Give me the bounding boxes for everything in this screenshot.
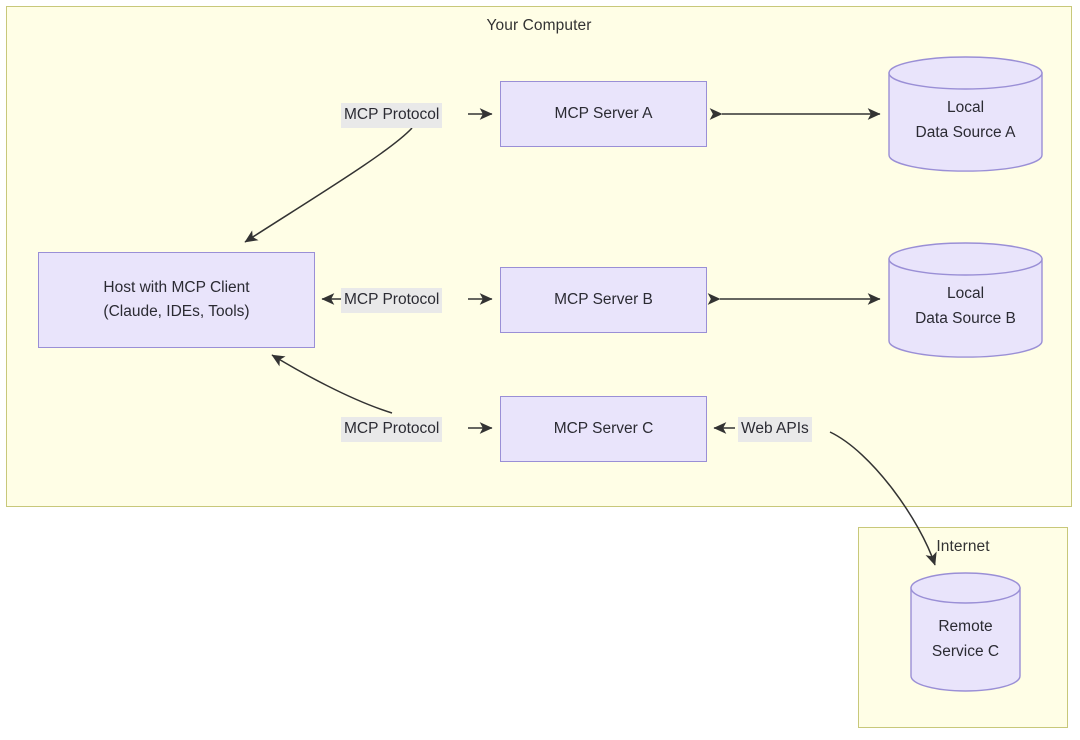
node-mcp-server-c-label: MCP Server C: [553, 419, 654, 437]
edge-label-protocol-b: MCP Protocol: [341, 288, 443, 313]
node-mcp-server-a-label: MCP Server A: [554, 104, 653, 122]
node-local-data-source-a-line2: Data Source A: [915, 123, 1016, 141]
group-your-computer-title: Your Computer: [486, 17, 592, 34]
node-host-line1: Host with MCP Client: [103, 278, 250, 296]
node-host-line2: (Claude, IDEs, Tools): [103, 303, 250, 320]
database-cylinder-icon: [888, 56, 1043, 172]
node-remote-service-c-line1: Remote: [938, 618, 993, 635]
node-mcp-server-b-label: MCP Server B: [554, 290, 653, 308]
node-host-with-mcp-client[interactable]: Host with MCP Client (Claude, IDEs, Tool…: [38, 252, 315, 348]
edge-label-protocol-a: MCP Protocol: [341, 103, 443, 128]
node-mcp-server-c[interactable]: MCP Server C: [500, 396, 707, 462]
edge-label-protocol-c: MCP Protocol: [341, 417, 443, 442]
node-local-data-source-a[interactable]: Local Data Source A: [888, 56, 1043, 172]
node-local-data-source-a-line1: Local: [946, 99, 985, 116]
node-local-data-source-b-line2: Data Source B: [915, 309, 1016, 327]
node-remote-service-c[interactable]: Remote Service C: [910, 572, 1021, 692]
edge-server-a-to-host: [244, 127, 413, 243]
database-cylinder-icon: [888, 242, 1043, 358]
edge-label-web-apis: Web APIs: [738, 417, 812, 442]
database-cylinder-icon: [910, 572, 1021, 692]
group-internet-title: Internet: [936, 538, 990, 555]
node-local-data-source-b-line1: Local: [946, 285, 985, 302]
edge-server-c-to-host: [271, 354, 393, 414]
edge-web-apis-to-remote-service-c: [829, 431, 937, 566]
node-mcp-server-b[interactable]: MCP Server B: [500, 267, 707, 333]
node-mcp-server-a[interactable]: MCP Server A: [500, 81, 707, 147]
node-local-data-source-b[interactable]: Local Data Source B: [888, 242, 1043, 358]
group-internet: Internet: [858, 527, 1068, 728]
node-remote-service-c-line2: Service C: [931, 642, 1000, 660]
